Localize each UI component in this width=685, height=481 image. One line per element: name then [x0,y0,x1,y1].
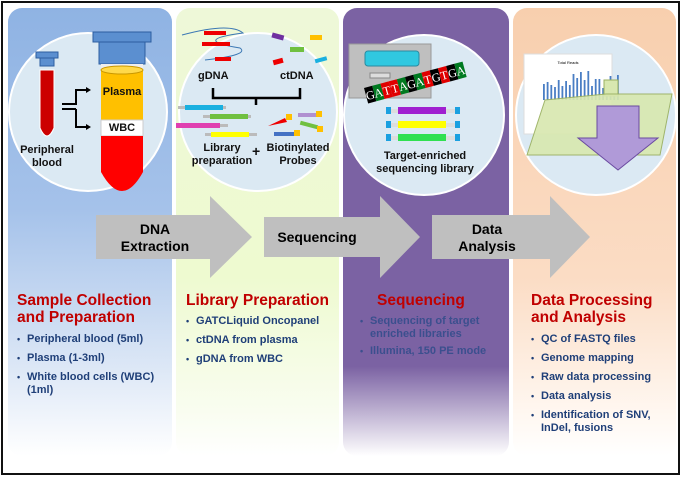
centrifuge-tube-icon [92,31,152,191]
chart-bar [594,79,597,100]
list-item: gDNA from WBC [186,353,336,366]
arrow-dna-extraction [96,196,252,278]
bullets-sample-collection: Peripheral blood (5ml) Plasma (1-3ml) Wh… [17,333,167,403]
base-cell [388,79,401,97]
list-item: ctDNA from plasma [186,334,336,347]
base-cell [454,61,467,80]
list-item: Sequencing of target enriched libraries [360,315,490,341]
enriched-library-icon [386,107,460,141]
arrow-label-sequencing: Sequencing [277,229,357,245]
list-item: Genome mapping [531,352,671,365]
base-letter: A [373,85,385,101]
chart-bar [587,71,590,100]
library-fragments-icon [176,105,257,137]
list-item: Identification of SNV, InDel, fusions [531,409,671,435]
base-letter: T [422,72,433,88]
probes-icon [268,111,323,136]
base-letter: G [364,87,376,103]
chart-bar [546,82,549,100]
list-item: Illumina, 150 PE mode [360,345,490,358]
base-letter: A [414,74,426,90]
chart-bar [580,72,582,100]
plasma-label: Plasma [102,86,142,98]
chart-bar [576,78,579,100]
chart-bar [572,74,575,100]
download-arrow-icon [576,105,660,171]
wbc-label: WBC [108,122,136,134]
base-letter: G [430,70,442,86]
base-letter: G [405,76,417,92]
blood-tube-icon [35,51,59,137]
chart-bar [565,81,567,100]
list-item: Peripheral blood (5ml) [17,333,167,346]
base-letter: T [439,67,450,83]
outer-border [1,1,680,475]
list-item: Plasma (1-3ml) [17,352,167,365]
list-item: Data analysis [531,390,671,403]
base-letter: T [381,83,392,99]
split-arrow-icon [62,89,86,128]
base-cell [405,74,418,93]
gdna-label: gDNA [198,70,229,82]
title-sequencing: Sequencing [377,292,465,309]
arrow-data-analysis [432,196,590,278]
chart-bar [554,87,556,100]
base-cell [429,68,443,86]
chart-bar [550,85,553,100]
title-library-preparation: Library Preparation [186,292,329,309]
arrow-sequencing [264,196,420,278]
chart-bar [591,86,593,100]
chart-bar [568,85,571,100]
list-item: QC of FASTQ files [531,333,671,346]
base-cell [413,72,426,91]
ctdna-fragments-icon [271,32,328,66]
base-letter: A [397,78,409,94]
chart-bar [583,80,586,100]
base-cell [396,77,410,95]
chart-bar [561,86,564,100]
base-cell [437,66,451,84]
circle-library [178,32,338,192]
bracket-icon [211,88,302,105]
base-cell [372,83,385,102]
chart-title: Total Reads [557,60,578,65]
list-item: GATCLiquid Oncopanel [186,315,336,328]
ctdna-label: ctDNA [280,70,314,82]
bullets-sequencing: Sequencing of target enriched libraries … [360,315,490,364]
bullets-data-processing: QC of FASTQ files Genome mapping Raw dat… [531,333,671,441]
base-letter: A [455,63,467,79]
base-cell [421,70,434,89]
plus-sign: + [252,143,261,159]
base-cell [446,63,459,82]
base-letter: T [390,81,401,97]
base-cell [364,85,377,104]
chart-bar [543,84,545,100]
list-item: Raw data processing [531,371,671,384]
bullets-library-preparation: GATCLiquid Oncopanel ctDNA from plasma g… [186,315,336,372]
base-cell [380,81,393,100]
gdna-fragments-icon [181,27,245,61]
base-letter: G [446,65,458,81]
chart-bar [557,80,560,100]
list-item: White blood cells (WBC) (1ml) [17,371,167,397]
chart-bar [598,79,601,100]
